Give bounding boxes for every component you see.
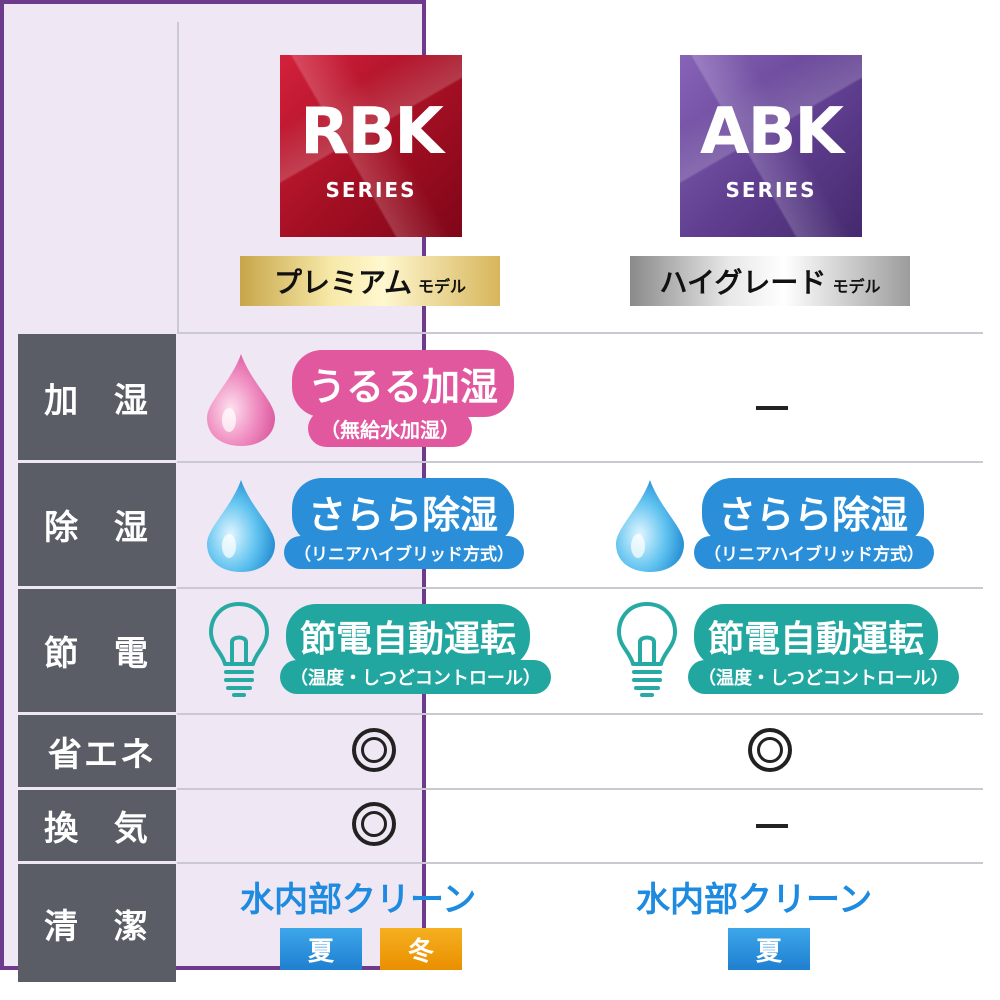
rbk-energy-double-circle-icon [352,728,396,772]
grid-line [177,862,983,864]
abk-model-sub: モデル [832,277,881,296]
grid-line [177,22,179,334]
grid-line [177,332,983,334]
grid-line [177,713,983,715]
abk-dehumidify-title: さらら除湿 [702,478,925,545]
abk-logo-sub: SERIES [725,178,817,202]
abk-dehumidify-sub: （リニアハイブリッド方式） [694,536,934,569]
blue-water-drop-icon [616,480,684,572]
logo-facet [680,55,862,237]
rbk-power-title: 節電自動運転 [286,604,531,668]
row-label-ventilation: 換 気 [18,790,176,861]
rbk-dehumidify-sub: （リニアハイブリッド方式） [284,536,524,569]
rbk-season-summer-badge: 夏 [280,928,362,970]
rbk-ventilation-double-circle-icon [352,802,396,846]
rbk-season-winter-badge: 冬 [380,928,462,970]
abk-power-title: 節電自動運転 [694,604,939,668]
row-label-dehumidify: 除 湿 [18,463,176,586]
rbk-logo-sub: SERIES [325,178,417,202]
abk-humidify-none [756,406,788,410]
abk-season-summer-badge: 夏 [728,928,810,970]
rbk-power-sub: （温度・しつどコントロール） [280,660,551,694]
rbk-dehumidify-title: さらら除湿 [292,478,515,545]
pink-water-drop-icon [207,354,275,446]
abk-model-badge: ハイグレード モデル [630,256,910,306]
row-label-energy-saving: 省エネ [18,715,176,787]
abk-power-sub: （温度・しつどコントロール） [688,660,959,694]
rbk-humidify-sub: （無給水加湿） [308,410,472,447]
abk-model-main: ハイグレード [659,266,827,299]
row-label-power-saving: 節 電 [18,589,176,712]
rbk-humidify-title: うるる加湿 [292,350,515,417]
rbk-logo-main: RBK [300,95,444,169]
abk-logo-main: ABK [700,95,844,169]
rbk-series-logo: RBK SERIES [280,55,462,237]
row-label-humidify: 加 湿 [18,334,176,460]
light-bulb-icon [209,602,269,697]
abk-clean-title: 水内部クリーン [636,880,873,920]
abk-ventilation-value: — [756,810,757,811]
rbk-clean-title: 水内部クリーン [240,880,477,920]
grid-line [177,461,983,463]
abk-ventilation-none [756,824,788,828]
abk-series-logo: ABK SERIES [680,55,862,237]
light-bulb-icon [617,602,677,697]
rbk-model-main: プレミアム [273,266,413,299]
rbk-model-badge: プレミアム モデル [240,256,500,306]
grid-line [177,788,983,790]
abk-energy-double-circle-icon [748,728,792,772]
grid-line [177,587,983,589]
logo-facet [280,55,462,237]
abk-humidify-value: — [756,392,757,393]
rbk-model-sub: モデル [418,277,467,296]
row-label-cleanliness: 清 潔 [18,864,176,982]
blue-water-drop-icon [207,480,275,572]
